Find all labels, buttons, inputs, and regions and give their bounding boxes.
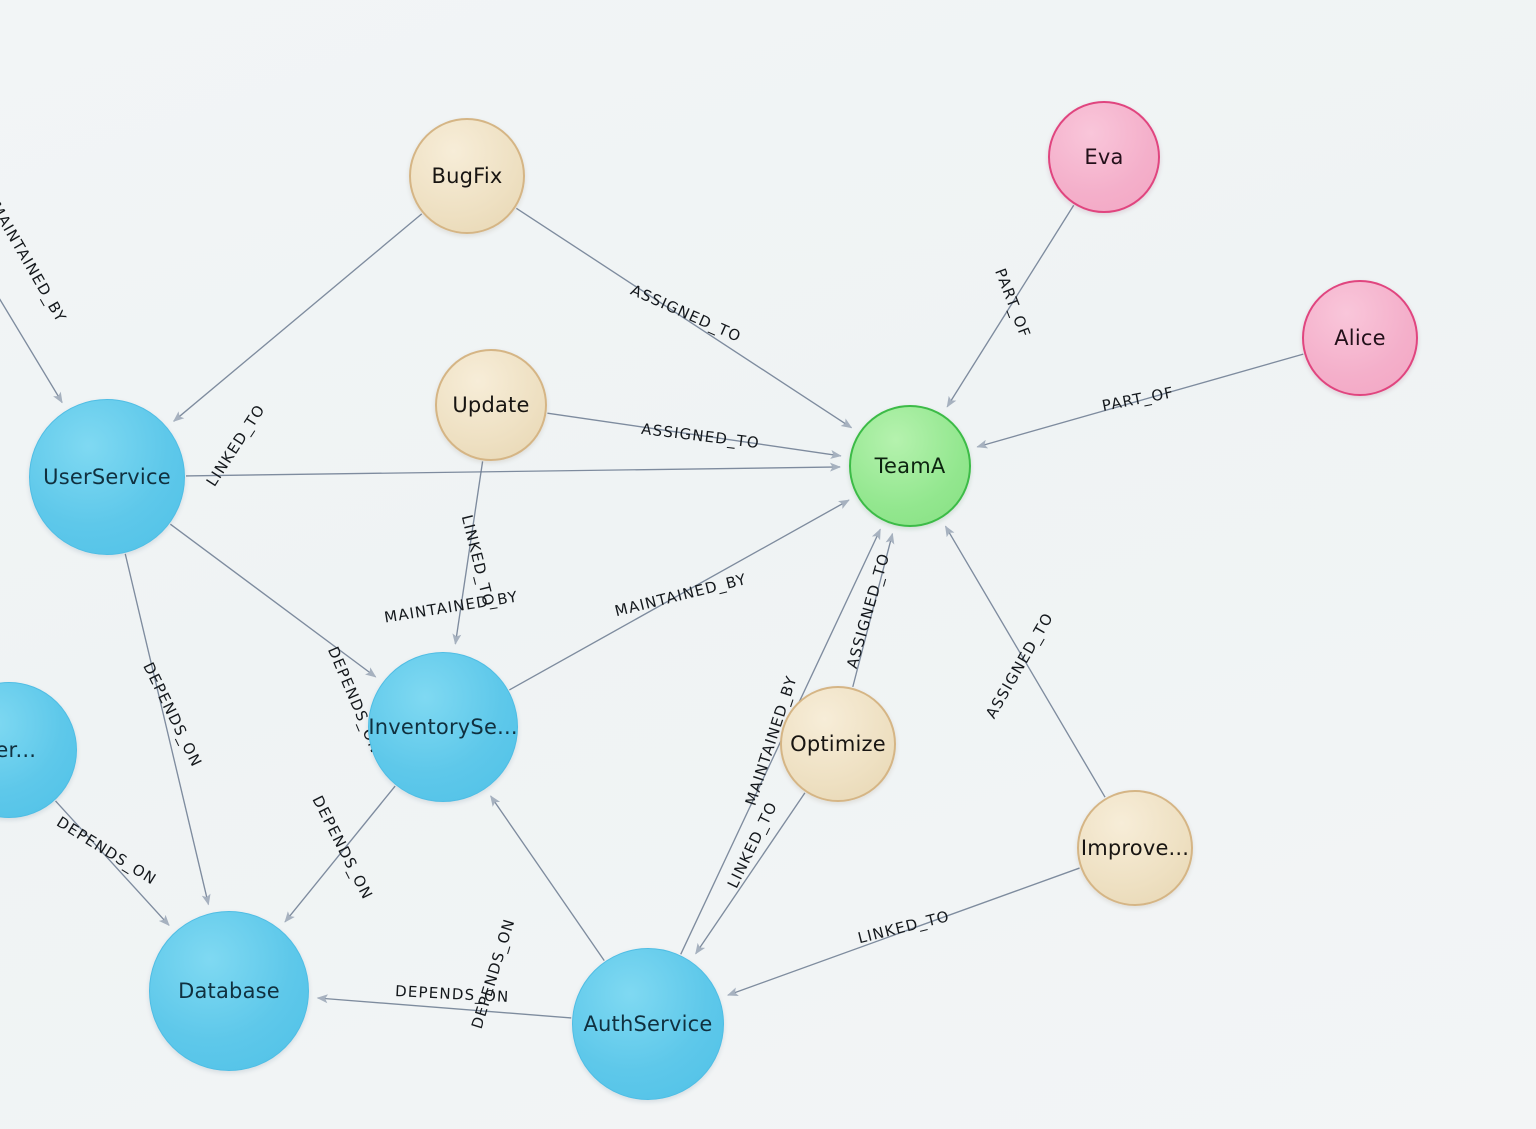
node-label: AuthService [583,1011,713,1036]
graph-edge-offscreen1-userservice[interactable] [0,248,63,404]
edge-label: ASSIGNED_TO [627,281,744,347]
graph-node-alice[interactable]: Alice [1302,280,1418,396]
graph-edge-inventoryse-teama[interactable] [509,499,850,691]
node-label: Database [178,978,280,1003]
node-label: UserService [43,464,171,489]
edge-label: MAINTAINED_BY [613,570,749,621]
graph-edge-update-teama[interactable] [547,412,842,459]
graph-node-inventoryse[interactable]: InventorySe... [368,652,518,802]
graph-node-improve[interactable]: Improve... [1077,790,1193,906]
graph-edge-inventoryse-database[interactable] [284,785,396,923]
edge-lines [0,204,1304,1019]
graph-node-bugfix[interactable]: BugFix [409,118,525,234]
graph-edge-improve-teama[interactable] [944,525,1106,798]
graph-edge-optimize-teama[interactable] [852,532,895,688]
edge-label: DEPENDS_ON [308,793,377,904]
graph-edge-optimize-authservice[interactable] [695,792,806,955]
edge-label: DEPENDS_ON [53,813,160,890]
node-label: Eva [1084,144,1124,169]
node-label: Optimize [790,731,886,756]
graph-edge-update-inventoryse[interactable] [452,461,484,645]
graph-edge-alice-teama[interactable] [976,353,1304,449]
graph-edge-partialser-database[interactable] [55,800,170,927]
graph-edge-eva-teama[interactable] [946,204,1075,408]
graph-node-userservice[interactable]: UserService [29,399,185,555]
edge-label: ASSIGNED_TO [843,551,894,671]
node-label: Update [452,392,530,417]
graph-edge-userservice-inventoryse[interactable] [169,523,377,678]
graph-edge-bugfix-teama[interactable] [515,207,853,429]
edge-label: MAINTAINED_BY [383,588,520,628]
edge-label: LINKED_TO [203,401,270,490]
edge-label: MAINTAINED_BY [0,199,70,326]
graph-edge-authservice-database[interactable] [316,994,572,1019]
graph-edge-authservice-inventoryse[interactable] [490,795,605,962]
node-label: TeamA [874,453,946,478]
node-label: Alice [1334,325,1386,350]
graph-node-eva[interactable]: Eva [1048,101,1160,213]
edge-label: ASSIGNED_TO [982,609,1058,722]
edge-label: PART_OF [990,266,1034,341]
node-label: Ser... [0,737,37,762]
graph-edge-bugfix-userservice[interactable] [172,213,423,422]
graph-node-update[interactable]: Update [435,349,547,461]
edge-label: LINKED_TO [856,907,952,948]
graph-edge-userservice-teama[interactable] [185,462,842,477]
graph-node-authservice[interactable]: AuthService [572,948,724,1100]
node-label: BugFix [431,163,503,188]
edge-label: ASSIGNED_TO [640,420,761,453]
graph-node-database[interactable]: Database [149,911,309,1071]
graph-edge-userservice-database[interactable] [124,553,211,906]
edge-label: PART_OF [1100,383,1175,416]
graph-node-teama[interactable]: TeamA [849,405,971,527]
graph-edge-improve-authservice[interactable] [726,867,1080,996]
graph-node-optimize[interactable]: Optimize [780,686,896,802]
node-label: InventorySe... [368,714,518,739]
node-label: Improve... [1080,835,1190,860]
